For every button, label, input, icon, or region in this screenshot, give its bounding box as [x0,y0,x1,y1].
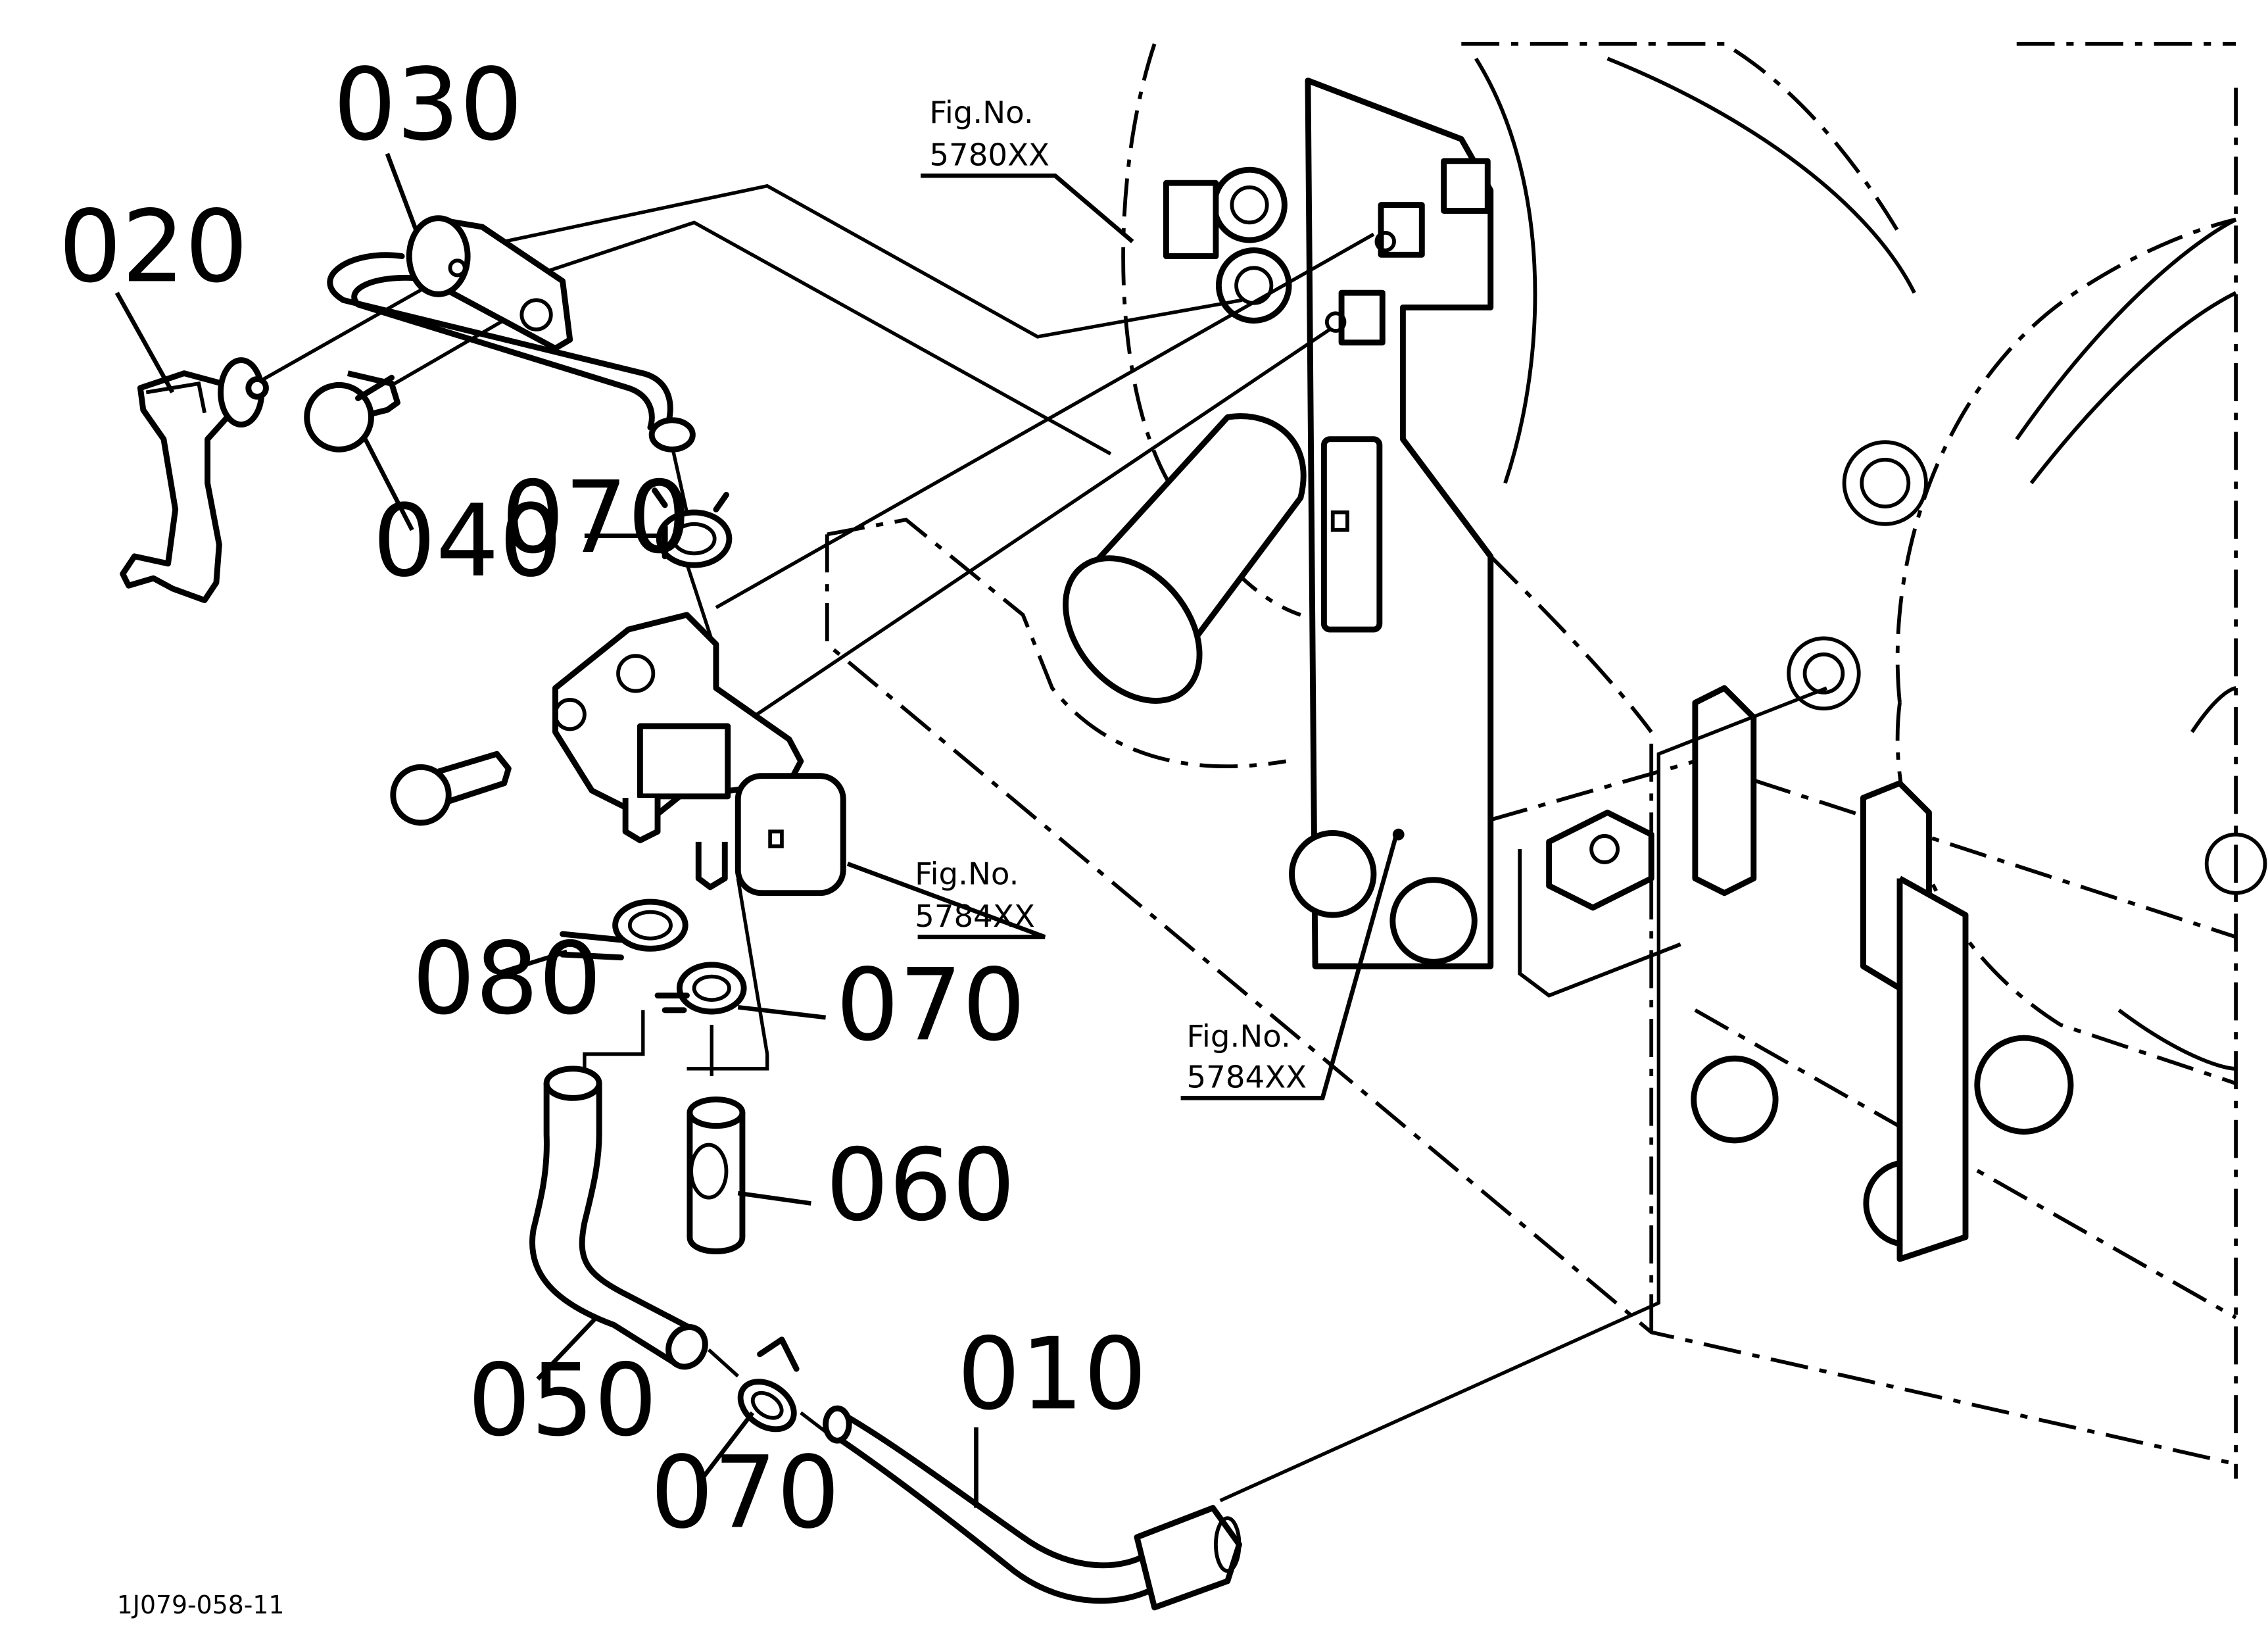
figure-ref-number: 5784XX [915,899,1035,935]
part-020-clip [120,357,269,604]
part-070-clamp-top [652,487,733,568]
part-070-clamp-mid [654,962,747,1015]
figure-ref-label: Fig.No. [1187,1019,1291,1054]
part-050-hose [529,1066,708,1370]
callout-070-top: 070 [501,460,690,576]
engine-phantom-outline [825,41,2238,1479]
part-060-hose [687,1096,746,1254]
figure-ref-5784-right: Fig.No. 5784XX [1187,1019,1307,1095]
drawing-number: 1J079-058-11 [117,1590,285,1619]
part-080-clamp [560,898,688,961]
figure-ref-number: 5784XX [1187,1060,1307,1096]
callout-010: 010 [957,1316,1147,1432]
callout-070-bottom: 070 [650,1435,840,1550]
figure-ref-5784-left: Fig.No. 5784XX [915,856,1035,935]
pressure-sensor [390,612,846,897]
figure-ref-label: Fig.No. [929,95,1033,131]
mounting-plate [1063,77,2074,1262]
callout-080: 080 [412,921,602,1037]
flywheel-housing [1474,57,2267,1071]
callout-070-mid: 070 [836,947,1025,1063]
figure-ref-label: Fig.No. [915,856,1019,892]
figure-ref-5780: Fig.No. 5780XX [929,95,1050,174]
part-010-pipe [823,1405,1242,1611]
figure-ref-number: 5780XX [929,137,1050,173]
callout-050: 050 [468,1342,657,1458]
callout-040: 040 [373,483,562,599]
callout-030: 030 [333,47,523,162]
callout-060: 060 [826,1127,1015,1243]
part-070-clamp-bottom [737,1337,800,1433]
part-030-pipe-bracket [327,215,696,453]
callout-leaders [114,153,1405,1508]
callout-020: 020 [59,189,248,305]
part-040-bolt [304,370,400,453]
